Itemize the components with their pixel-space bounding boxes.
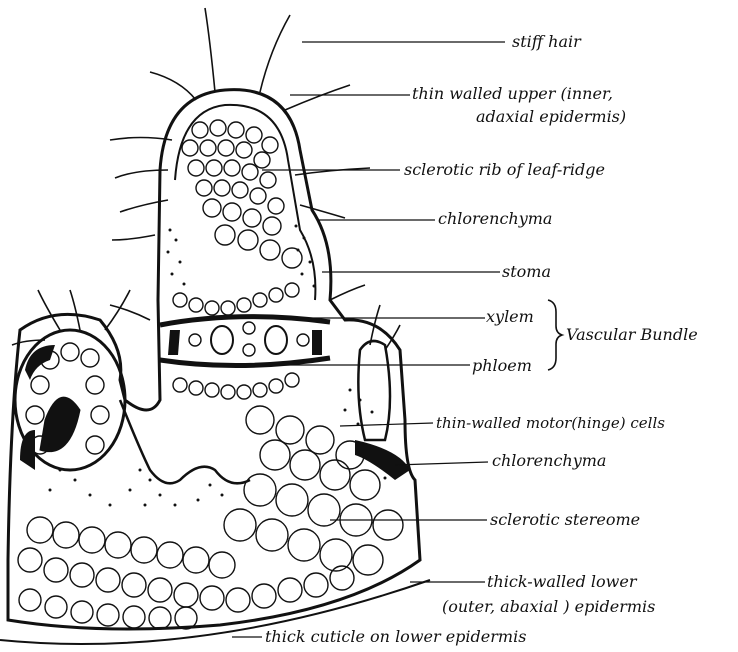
labels: stiff hair thin walled upper (inner, ada…: [265, 32, 698, 646]
vascular-bundle-drawing: [160, 317, 330, 366]
label-sclerotic-rib: sclerotic rib of leaf-ridge: [404, 160, 605, 179]
label-chlorenchyma-upper: chlorenchyma: [438, 209, 552, 228]
label-upper-epidermis-line2: adaxial epidermis): [476, 107, 626, 126]
label-xylem: xylem: [486, 307, 534, 326]
label-stoma: stoma: [502, 262, 551, 281]
label-lower-epidermis-line1: thick-walled lower: [487, 572, 638, 591]
vascular-bundle-brace: [548, 300, 562, 370]
label-motor-cells: thin-walled motor(hinge) cells: [436, 414, 665, 432]
left-lobe-cavity: [40, 397, 80, 452]
stiff-hairs: [12, 8, 400, 350]
leaf-section-drawing: [0, 8, 430, 644]
label-cuticle: thick cuticle on lower epidermis: [265, 627, 526, 646]
label-phloem: phloem: [472, 356, 532, 375]
xylem-vessel-right: [265, 326, 287, 354]
leader-motor-cells: [340, 423, 433, 426]
label-upper-epidermis-line1: thin walled upper (inner,: [412, 84, 613, 103]
label-vascular-bundle: Vascular Bundle: [566, 325, 698, 344]
ridge-inner: [175, 105, 315, 300]
label-sclerotic-stereome: sclerotic stereome: [490, 510, 640, 529]
label-chlorenchyma-lower: chlorenchyma: [492, 451, 606, 470]
label-stiff-hair: stiff hair: [512, 32, 582, 51]
cell-texture: [18, 120, 403, 629]
xylem-vessel-left: [211, 326, 233, 354]
label-lower-epidermis-line2: (outer, abaxial ) epidermis: [442, 597, 655, 616]
